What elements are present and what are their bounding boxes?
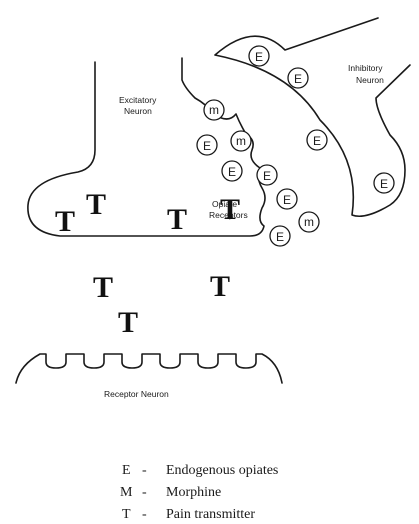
endogenous-opiate-molecule: E — [374, 173, 394, 193]
endogenous-opiate-molecule: E — [277, 189, 297, 209]
legend-dash: - — [142, 463, 147, 478]
legend-symbol: E — [122, 463, 131, 478]
endogenous-opiate-molecule: E — [197, 135, 217, 155]
svg-text:E: E — [276, 230, 284, 244]
svg-text:E: E — [294, 72, 302, 86]
receptor-neuron-label: Receptor Neuron — [104, 389, 169, 399]
svg-text:m: m — [304, 215, 314, 229]
legend-item-endogenous-opiates: E - Endogenous opiates — [122, 463, 278, 478]
legend-item-morphine: M - Morphine — [120, 485, 221, 500]
svg-text:E: E — [380, 177, 388, 191]
endogenous-opiate-molecule: E — [257, 165, 277, 185]
pain-transmitter-mark: T — [167, 203, 187, 236]
endogenous-opiate-molecule: E — [249, 46, 269, 66]
morphine-molecule: m — [204, 100, 224, 120]
legend-dash: - — [142, 485, 147, 500]
excitatory-neuron-label-line1: Excitatory — [119, 95, 157, 105]
pain-transmitter-mark: T — [55, 205, 75, 238]
svg-text:E: E — [228, 165, 236, 179]
excitatory-neuron-label-line2: Neuron — [124, 106, 152, 116]
legend-item-pain-transmitter: T - Pain transmitter — [122, 507, 255, 522]
legend-symbol: T — [122, 507, 131, 522]
legend-description: Endogenous opiates — [166, 463, 278, 478]
svg-text:E: E — [313, 134, 321, 148]
endogenous-opiate-molecule: E — [270, 226, 290, 246]
svg-text:E: E — [283, 193, 291, 207]
legend-symbol: M — [120, 485, 133, 500]
inhibitory-neuron-label-line2: Neuron — [356, 75, 384, 85]
pain-transmitter-mark: T — [93, 271, 113, 304]
legend-description: Pain transmitter — [166, 507, 255, 522]
svg-text:m: m — [236, 134, 246, 148]
endogenous-opiate-molecule: E — [288, 68, 308, 88]
legend-description: Morphine — [166, 485, 221, 500]
morphine-molecule: m — [231, 131, 251, 151]
legend-dash: - — [142, 507, 147, 522]
pain-transmitter-mark: T — [118, 306, 138, 339]
svg-text:E: E — [203, 139, 211, 153]
svg-text:E: E — [263, 169, 271, 183]
pain-transmitter-mark: T — [220, 193, 240, 226]
endogenous-opiate-molecule: E — [307, 130, 327, 150]
svg-text:E: E — [255, 50, 263, 64]
pain-transmitter-mark: T — [210, 270, 230, 303]
endogenous-opiate-molecule: E — [222, 161, 242, 181]
receptor-neuron-outline — [16, 354, 282, 383]
morphine-molecule: m — [299, 212, 319, 232]
svg-text:m: m — [209, 103, 219, 117]
inhibitory-neuron-label-line1: Inhibitory — [348, 63, 383, 73]
legend: E - Endogenous opiates M - Morphine T - … — [120, 463, 278, 522]
pain-transmitter-mark: T — [86, 188, 106, 221]
